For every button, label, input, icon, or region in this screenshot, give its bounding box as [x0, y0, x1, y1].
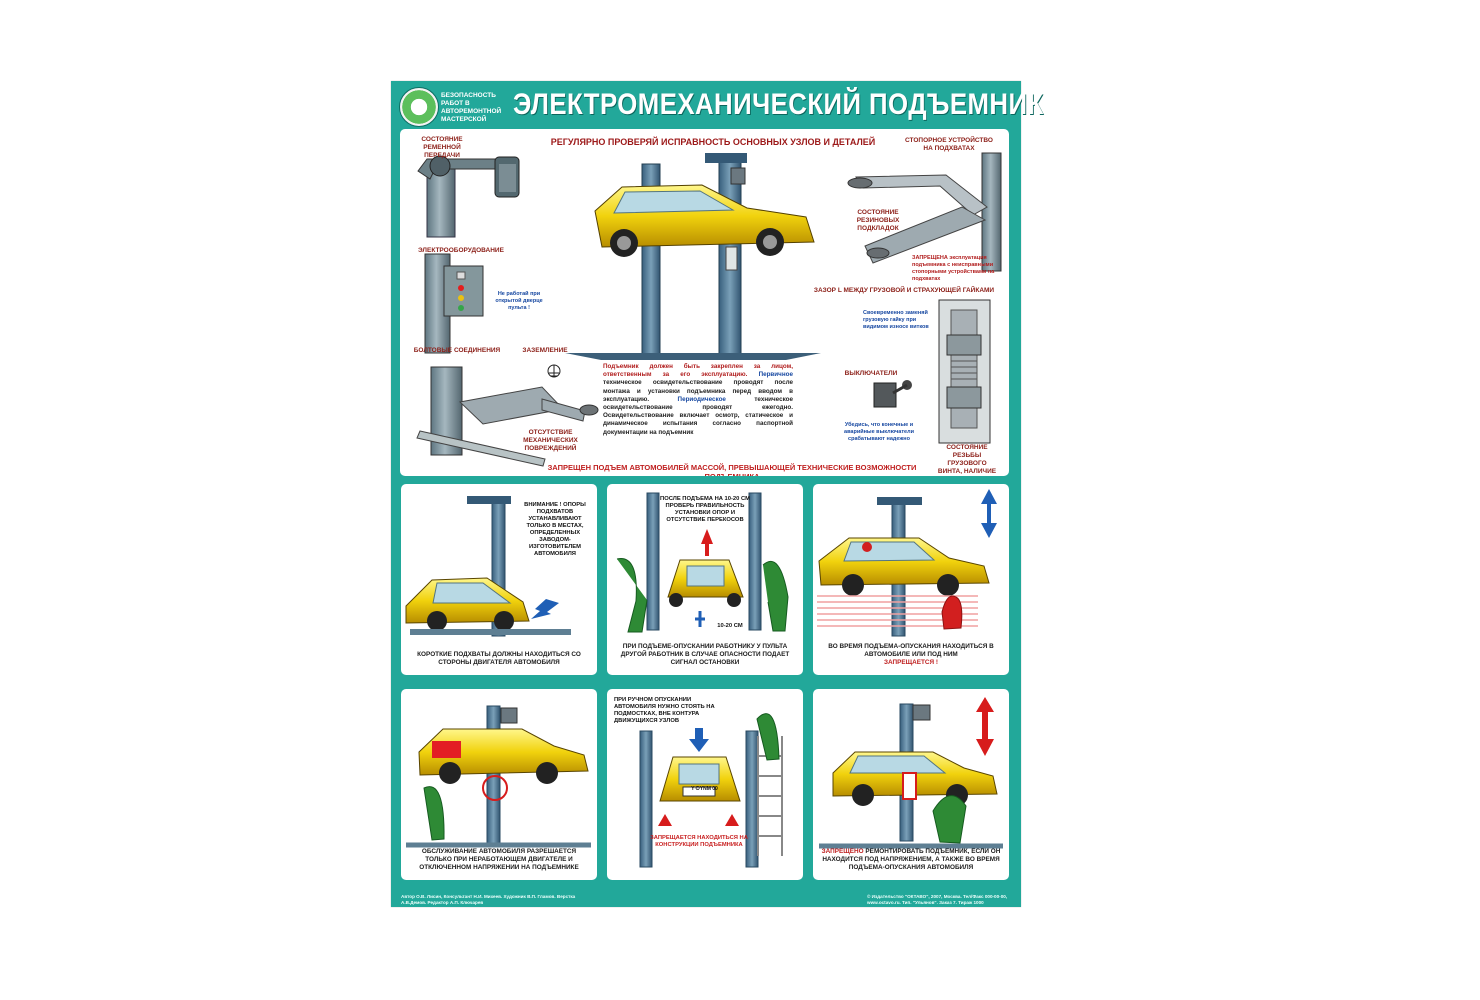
lifting-check-note: ПОСЛЕ ПОДЪЕМА НА 10-20 см ПРОВЕРЬ ПРАВИЛ…	[660, 496, 750, 523]
main-inspection-panel: СОСТОЯНИЕ РЕМЕННОЙ ПЕРЕДАЧИ ЭЛЕКТРООБОРУ…	[400, 129, 1009, 476]
responsibility-paragraph: Подъемник должен быть закреплен за лицом…	[603, 363, 793, 437]
screw-gap-illustration	[938, 299, 991, 444]
repair-warning-illustration	[819, 697, 1003, 849]
gap-label: ЗАЗОР L МЕЖДУ ГРУЗОВОЙ И СТРАХУЮЩЕЙ ГАЙК…	[813, 287, 995, 294]
weight-warning: ЗАПРЕЩЕН ПОДЪЕМ АВТОМОБИЛЕЙ МАССОЙ, ПРЕВ…	[547, 463, 917, 476]
switch-note: Убедись, что конечные и аварийные выключ…	[844, 422, 914, 442]
limit-switch-illustration	[873, 380, 912, 408]
panel-lock-note: Не работай при открытой дверце пульта !	[495, 291, 543, 311]
occupant-caption-red: ЗАПРЕЩАЕТСЯ !	[883, 659, 939, 666]
locking-label: СТОПОРНОЕ УСТРОЙСТВО НА ПОДХВАТАХ	[905, 137, 993, 152]
occupant-warning-illustration	[817, 489, 997, 637]
safety-poster: БЕЗОПАСНОСТЬ РАБОТ В АВТОРЕМОНТНОЙ МАСТЕ…	[391, 81, 1044, 907]
support-position-illustration	[405, 496, 571, 637]
license-plate: Y·DYNm 00	[691, 786, 718, 792]
manual-lowering-illustration	[639, 713, 783, 868]
maintenance-illustration	[406, 705, 591, 848]
manual-lowering-panel: ПРИ РУЧНОМ ОПУСКАНИИ АВТОМОБИЛЯ НУЖНО СТ…	[607, 689, 803, 880]
paragraph-red-text: Подъемник должен быть закреплен за лицом…	[603, 363, 793, 379]
poster-header: БЕЗОПАСНОСТЬ РАБОТ В АВТОРЕМОНТНОЙ МАСТЕ…	[391, 81, 1044, 129]
switches-label: ВЫКЛЮЧАТЕЛИ	[844, 370, 898, 377]
electrical-panel-illustration	[424, 253, 484, 354]
lifting-height-label: 10-20 см	[717, 623, 743, 629]
construction-warning: ЗАПРЕЩАЕТСЯ НАХОДИТЬСЯ НА КОНСТРУКЦИИ ПО…	[647, 835, 751, 849]
occupant-warning-panel: ВО ВРЕМЯ ПОДЪЕМА-ОПУСКАНИЯ НАХОДИТЬСЯ В …	[813, 484, 1009, 675]
damage-label: ОТСУТСТВИЕ МЕХАНИЧЕСКИХ ПОВРЕЖДЕНИЙ	[523, 429, 578, 452]
thread-label: СОСТОЯНИЕ РЕЗЬБЫ ГРУЗОВОГО ВИНТА, НАЛИЧИ…	[937, 444, 997, 475]
pads-label: СОСТОЯНИЕ РЕЗИНОВЫХ ПОДКЛАДОК	[856, 209, 900, 232]
occupant-warning-caption: ВО ВРЕМЯ ПОДЪЕМА-ОПУСКАНИЯ НАХОДИТЬСЯ В …	[821, 643, 1001, 667]
support-position-panel: ВНИМАНИЕ ! Опоры подхватов устанавливают…	[401, 484, 597, 675]
belt-drive-label: СОСТОЯНИЕ РЕМЕННОЙ ПЕРЕДАЧИ	[421, 136, 463, 159]
repair-caption-red: ЗАПРЕЩЕНО	[821, 848, 864, 855]
support-note: ВНИМАНИЕ ! Опоры подхватов устанавливают…	[524, 502, 586, 557]
poster-publisher-info: © Издательство "ОКТАВО", 2007, Москва. Т…	[867, 894, 1008, 905]
repair-caption-text: РЕМОНТИРОВАТЬ ПОДЪЕМНИК, ЕСЛИ ОН НАХОДИТ…	[822, 848, 1001, 871]
support-caption: КОРОТКИЕ ПОДХВАТЫ ДОЛЖНЫ НАХОДИТЬСЯ СО С…	[417, 651, 581, 666]
locking-arm-illustration	[847, 152, 1002, 272]
lifting-check-illustration	[616, 492, 789, 633]
bolts-label: БОЛТОВЫЕ СОЕДИНЕНИЯ	[413, 347, 501, 354]
main-two-post-lift	[565, 153, 821, 360]
belt-drive-illustration	[417, 155, 520, 238]
nut-note: Своевременно заменяй грузовую гайку при …	[863, 310, 929, 330]
poster-title: ЭЛЕКТРОМЕХАНИЧЕСКИЙ ПОДЪЕМНИК	[513, 88, 1044, 121]
poster-credits: Автор О.В. Лисин, Консультант Н.И. Михее…	[401, 894, 576, 905]
maintenance-panel: ОБСЛУЖИВАНИЕ АВТОМОБИЛЯ РАЗРЕШАЕТСЯ ТОЛЬ…	[401, 689, 597, 880]
construction-warning-text: ЗАПРЕЩАЕТСЯ НАХОДИТЬСЯ НА КОНСТРУКЦИИ ПО…	[650, 835, 748, 848]
logo-caption: БЕЗОПАСНОСТЬ РАБОТ В АВТОРЕМОНТНОЙ МАСТЕ…	[441, 92, 502, 123]
locking-warning-note: ЗАПРЕЩЕНА эксплуатация подъемника с неис…	[912, 255, 995, 282]
paragraph-text-2: техническое освидетельствование проводят…	[603, 395, 793, 436]
paragraph-text-1: техническое освидетельствование проводят…	[603, 379, 793, 403]
repair-warning-caption: ЗАПРЕЩЕНО РЕМОНТИРОВАТЬ ПОДЪЕМНИК, ЕСЛИ …	[821, 848, 1001, 872]
lifting-check-caption: ПРИ ПОДЪЕМЕ-ОПУСКАНИИ РАБОТНИКУ У ПУЛЬТА…	[620, 643, 790, 666]
lifting-check-panel: ПОСЛЕ ПОДЪЕМА НА 10-20 см ПРОВЕРЬ ПРАВИЛ…	[607, 484, 803, 675]
manual-lowering-note: ПРИ РУЧНОМ ОПУСКАНИИ АВТОМОБИЛЯ НУЖНО СТ…	[614, 697, 715, 724]
repair-warning-panel: ЗАПРЕЩЕНО РЕМОНТИРОВАТЬ ПОДЪЕМНИК, ЕСЛИ …	[813, 689, 1009, 880]
lift-base-damage-illustration	[416, 366, 599, 467]
main-inspection-illustration	[416, 152, 1002, 467]
paragraph-blue-text-2: Периодическое	[677, 395, 726, 403]
maintenance-caption: ОБСЛУЖИВАНИЕ АВТОМОБИЛЯ РАЗРЕШАЕТСЯ ТОЛЬ…	[419, 848, 579, 871]
inspection-heading: РЕГУЛЯРНО ПРОВЕРЯЙ ИСПРАВНОСТЬ ОСНОВНЫХ …	[550, 137, 876, 147]
grounding-label: ЗАЗЕМЛЕНИЕ	[522, 347, 568, 354]
electrical-label: ЭЛЕКТРООБОРУДОВАНИЕ	[418, 247, 504, 254]
safety-logo-icon	[399, 87, 439, 127]
paragraph-blue-text-1: Первичное	[758, 371, 793, 379]
occupant-caption-text: ВО ВРЕМЯ ПОДЪЕМА-ОПУСКАНИЯ НАХОДИТЬСЯ В …	[828, 643, 994, 658]
